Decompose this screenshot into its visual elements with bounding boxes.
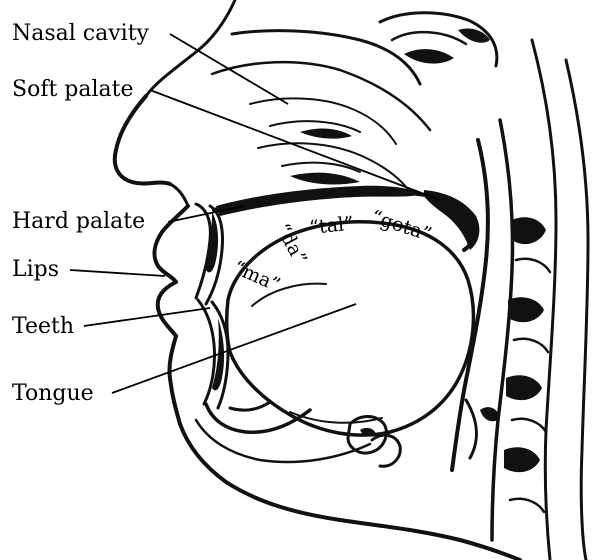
leader-teeth: [84, 308, 210, 326]
tongue-drawing: [227, 222, 474, 435]
syllable-gota: “gota”: [368, 206, 434, 246]
syllable-tal: “tal”: [308, 212, 355, 239]
label-lips: Lips: [12, 257, 59, 282]
syllable-da: “da”: [272, 220, 312, 268]
nasal-cavity-drawing: [212, 13, 497, 192]
syllable-ma: “ma”: [230, 256, 284, 296]
label-soft-palate: Soft palate: [12, 77, 134, 102]
leader-nasal-cavity: [170, 34, 288, 104]
label-hard-palate: Hard palate: [12, 209, 145, 234]
labels: Nasal cavity Soft palate Hard palate Lip…: [12, 21, 150, 406]
pharynx-and-spine-drawing: [348, 40, 588, 560]
leader-soft-palate: [150, 90, 440, 200]
leader-lips: [70, 270, 165, 276]
label-tongue: Tongue: [12, 381, 94, 406]
label-teeth: Teeth: [12, 314, 74, 339]
face-profile: [115, 0, 520, 560]
teeth-drawing: [196, 204, 228, 408]
label-nasal-cavity: Nasal cavity: [12, 21, 150, 46]
